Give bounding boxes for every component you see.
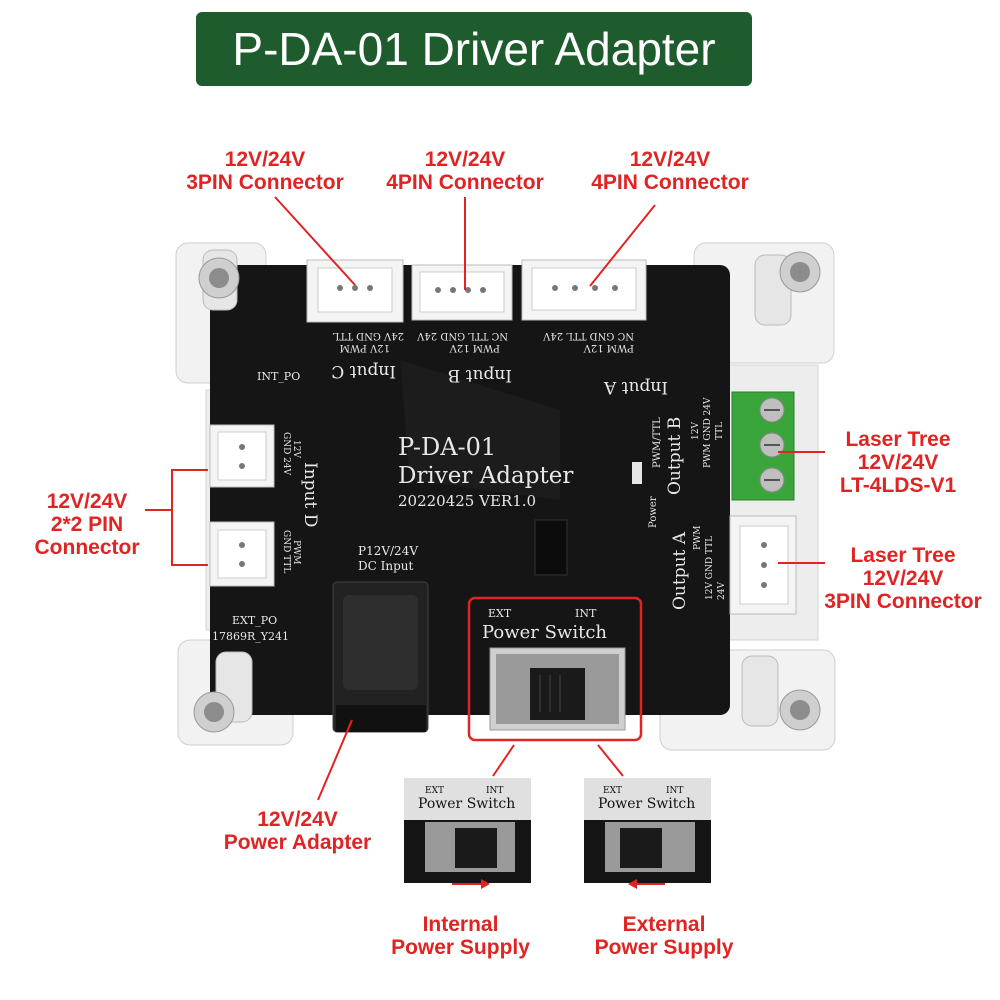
connector-input-d-bottom [209, 521, 275, 587]
standoff-bl [193, 651, 253, 733]
thumb-int-ext: EXT [425, 786, 444, 796]
switch-power-label: Power Switch [482, 622, 607, 643]
pins-input-c-2: 12V PWM [340, 342, 390, 353]
pins-input-d-top-2: 12V [291, 440, 301, 458]
arrow-left-icon [628, 879, 637, 889]
label-input-c: Input C [331, 361, 396, 381]
standoff-tl [198, 249, 240, 311]
label-input-a: Input A [603, 377, 668, 397]
thumb-int-int: INT [486, 786, 503, 796]
pins-output-a-3: 24V [717, 582, 727, 600]
pins-output-b-2: PWM GND 24V [703, 397, 713, 468]
standoff-br [741, 655, 821, 731]
pins-input-d-top-1: GND 24V [281, 432, 291, 476]
board-version: 20220425 VER1.0 [398, 492, 536, 510]
leader-power-adapter [317, 719, 353, 801]
thumb-int-label: Power Switch [418, 796, 515, 812]
pins-input-d-bot-2: PWM [291, 540, 301, 565]
pins-input-c-1: 24V GND TTL [332, 330, 404, 341]
dc-jack [332, 581, 429, 733]
switch-int-label: INT [575, 607, 597, 620]
pins-input-a-1: NC GND TTL 24V [542, 330, 634, 341]
switch-highlight-box [467, 596, 643, 742]
pins-output-b-3: TTL [715, 422, 725, 440]
switch-thumb-internal: EXT INT Power Switch [404, 778, 531, 889]
label-part-no: 17869R_Y241 [212, 630, 289, 643]
pins-input-b-1: NC TTL GND 24V [416, 330, 508, 341]
label-dc-input: DC Input [358, 559, 413, 573]
connector-input-c [306, 259, 404, 323]
pins-input-d-bot-1: GND TTL [281, 530, 291, 573]
pcb-trace-area [400, 360, 560, 500]
connector-output-a [729, 515, 797, 615]
leader-pin3-top [274, 196, 356, 286]
label-input-b: Input B [448, 365, 512, 385]
switch-ext-label: EXT [488, 607, 512, 620]
label-input-d: Input D [300, 462, 320, 527]
label-pwm-ttl: PWM/TTL [652, 417, 663, 468]
label-power-small: Power [648, 496, 659, 528]
label-output-a: Output A [670, 531, 690, 610]
board-name: P-DA-01 [398, 433, 496, 461]
arrow-right-icon [481, 879, 490, 889]
power-switch-main [489, 647, 626, 731]
pins-input-a-2: PWM 12V [583, 342, 634, 353]
connector-input-a [521, 259, 647, 321]
leader-internal [492, 744, 515, 777]
standoff-tr [754, 251, 821, 326]
bracket-left [171, 469, 208, 566]
leader-pin4-a [589, 204, 656, 287]
label-ext-po: EXT_PO [232, 614, 277, 627]
thumb-ext-ext: EXT [603, 786, 622, 796]
terminal-block-output-b [731, 391, 795, 501]
led-indicator [632, 462, 642, 484]
connector-input-d-top [209, 424, 275, 488]
pins-output-a-2: 12V GND TTL [705, 536, 715, 600]
pins-output-a-1: PWM [693, 525, 703, 550]
connector-input-b [411, 264, 513, 321]
board-subtitle: Driver Adapter [398, 463, 573, 489]
switch-thumb-external: EXT INT Power Switch [584, 778, 711, 889]
leader-external [597, 744, 624, 777]
thumb-ext-int: INT [666, 786, 683, 796]
label-int-po: INT_PO [257, 370, 300, 383]
chip [534, 519, 568, 576]
pins-input-b-2: PWM 12V [449, 342, 500, 353]
thumb-ext-label: Power Switch [598, 796, 695, 812]
page-title: P-DA-01 Driver Adapter [196, 12, 752, 86]
pins-output-b-1: 12V [691, 422, 701, 440]
label-output-b: Output B [665, 417, 685, 495]
label-dc-input-voltage: P12V/24V [358, 544, 418, 558]
